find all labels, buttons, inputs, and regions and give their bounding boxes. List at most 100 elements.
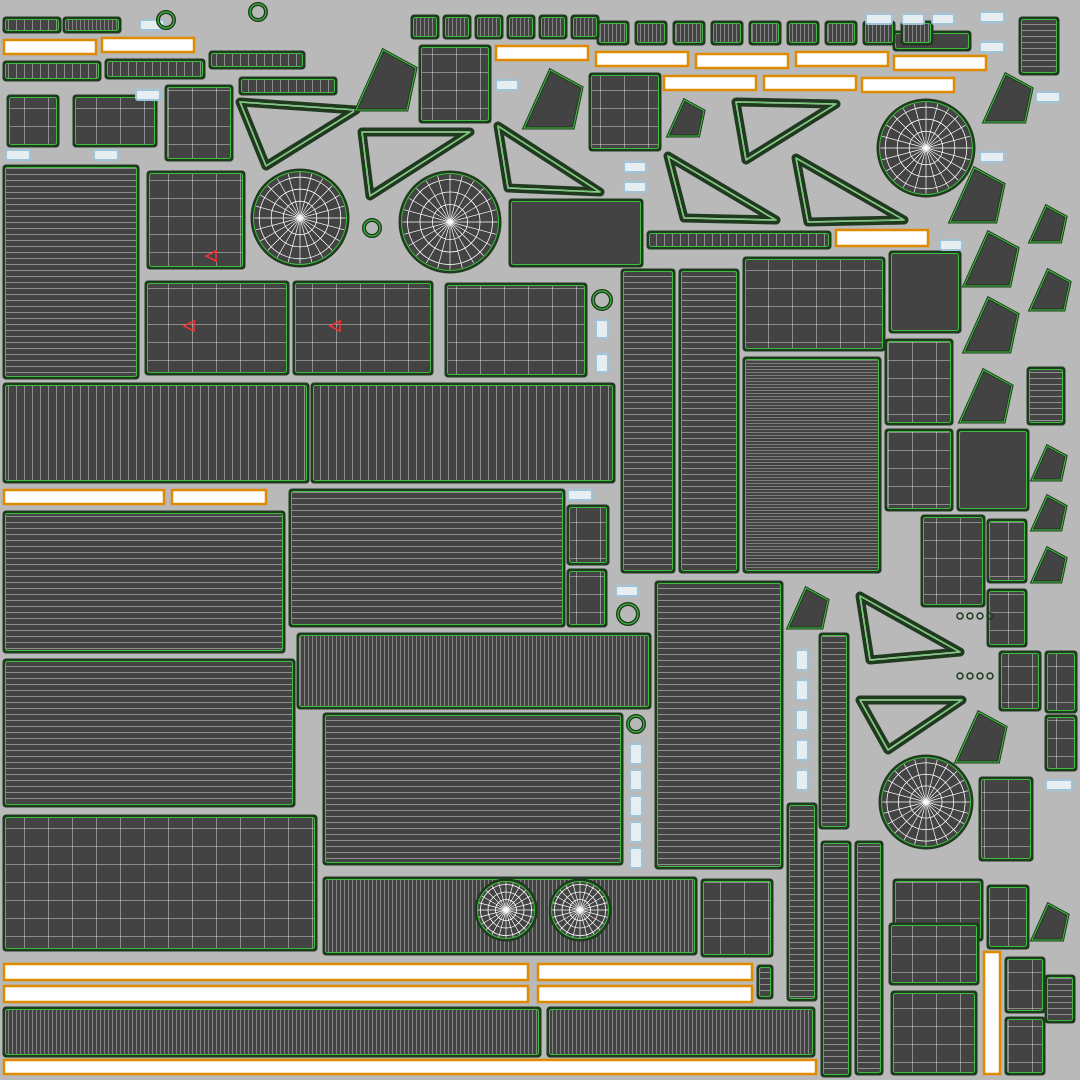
uv-wheel-spoke xyxy=(408,197,451,223)
uv-wheel-spoke xyxy=(299,217,313,263)
uv-island-wire xyxy=(649,233,829,247)
uv-wheel-spoke xyxy=(485,909,507,931)
uv-wedge-wire xyxy=(523,69,583,129)
uv-wheel-spoke xyxy=(449,221,484,256)
uv-wheel-spoke xyxy=(903,763,927,803)
uv-wheel-spoke xyxy=(887,779,927,803)
uv-wheel-spoke xyxy=(894,801,927,834)
triangle-marker-icon xyxy=(182,319,195,333)
uv-wheel-spoke xyxy=(299,217,345,231)
uv-strip xyxy=(892,54,988,72)
uv-wheel-spoke xyxy=(404,209,451,223)
uv-island-wire xyxy=(299,635,649,707)
uv-wheel-spoke xyxy=(299,217,340,242)
uv-wheel-spoke xyxy=(893,115,927,149)
uv-island-wire xyxy=(445,17,469,37)
uv-wheel-spoke xyxy=(299,185,333,219)
uv-island-wire xyxy=(211,53,303,67)
uv-wheel-ring xyxy=(554,884,606,936)
uv-wheel-spoke xyxy=(276,217,301,258)
uv-tiny-ring xyxy=(986,672,994,680)
uv-island-wire xyxy=(1029,369,1063,423)
uv-wheel-ring xyxy=(258,176,342,260)
uv-island-wire xyxy=(891,253,959,331)
uv-wheel-spoke xyxy=(579,902,608,911)
uv-wedge-wire xyxy=(1029,205,1067,243)
uv-island-wire xyxy=(1001,653,1039,709)
uv-ring-wire xyxy=(157,11,175,29)
uv-island-wire xyxy=(569,507,607,563)
uv-wedge-wire xyxy=(959,369,1013,423)
uv-wheel-spoke xyxy=(437,221,451,268)
uv-wheel-spoke xyxy=(902,147,927,188)
uv-island-wire xyxy=(1047,977,1073,1021)
uv-strip xyxy=(2,488,166,506)
uv-island-wire xyxy=(857,843,881,1073)
uv-tiny-ring xyxy=(976,612,984,620)
uv-island-wire xyxy=(745,359,879,571)
uv-wheel-spoke xyxy=(449,197,492,223)
uv-island-wire xyxy=(569,571,605,625)
uv-wheel-spoke xyxy=(925,801,958,834)
uv-wheel-spoke xyxy=(267,185,301,219)
uv-island-wire xyxy=(959,431,1027,509)
uv-island-wire xyxy=(599,23,627,43)
uv-island-wire xyxy=(1007,959,1043,1011)
uv-wheel-spoke xyxy=(416,188,451,223)
uv-wheel-spoke xyxy=(925,108,950,149)
uv-wheel-spoke xyxy=(925,759,938,803)
uv-strip xyxy=(794,50,890,68)
uv-island-wire xyxy=(107,61,203,77)
uv-wheel-spoke xyxy=(498,909,507,938)
uv-island-wire xyxy=(573,17,597,37)
uv-wheel-spoke xyxy=(914,759,927,803)
uv-tiny-ring xyxy=(976,672,984,680)
uv-wedge-wire xyxy=(983,73,1033,123)
uv-wheel-ring xyxy=(896,118,956,178)
uv-chip xyxy=(931,13,955,25)
uv-wheel-spoke xyxy=(260,217,301,242)
uv-chip xyxy=(901,13,925,25)
uv-strip xyxy=(100,36,196,54)
uv-chip xyxy=(629,847,643,869)
uv-strip xyxy=(170,488,268,506)
uv-island-wire xyxy=(1021,19,1057,73)
uv-wheel-spoke xyxy=(579,909,595,935)
uv-island xyxy=(508,198,644,268)
uv-island-wire xyxy=(149,173,243,267)
uv-island-wire xyxy=(903,23,931,43)
uv-wheel-spoke xyxy=(552,902,581,911)
uv-chip xyxy=(135,89,161,101)
uv-wheel-ring xyxy=(908,130,944,166)
uv-wheel-ring xyxy=(884,106,968,190)
uv-island-wire xyxy=(759,967,771,997)
uv-island-wire xyxy=(1047,717,1075,769)
uv-island-wire xyxy=(887,431,951,509)
triangle-marker-icon xyxy=(328,319,341,333)
uv-wheel-spoke xyxy=(925,147,950,188)
uv-frame-edge xyxy=(239,101,358,167)
uv-wedge-wire xyxy=(1031,445,1067,481)
uv-wheel-spoke xyxy=(425,180,451,223)
uv-wheel-spoke xyxy=(260,194,301,219)
uv-wheel-rim xyxy=(551,881,609,939)
uv-island-wire xyxy=(923,517,983,605)
uv-wheel-rim xyxy=(879,101,973,195)
uv-wheel-ring xyxy=(432,204,468,240)
uv-wheel-spoke xyxy=(505,902,534,911)
uv-wheel-spoke xyxy=(579,882,588,911)
uv-strip xyxy=(982,950,1002,1076)
uv-chip xyxy=(795,739,809,761)
uv-chip xyxy=(629,769,643,791)
uv-wheel-spoke xyxy=(559,889,581,911)
uv-island-wire xyxy=(827,23,855,43)
uv-wheel-rim xyxy=(253,171,347,265)
uv-frame-edge xyxy=(795,157,906,223)
uv-wheel-spoke xyxy=(478,909,507,918)
uv-ring-wire xyxy=(627,715,645,733)
uv-wedge-wire xyxy=(963,297,1019,353)
uv-island-wire xyxy=(789,805,815,999)
uv-wheel-spoke xyxy=(914,801,927,845)
